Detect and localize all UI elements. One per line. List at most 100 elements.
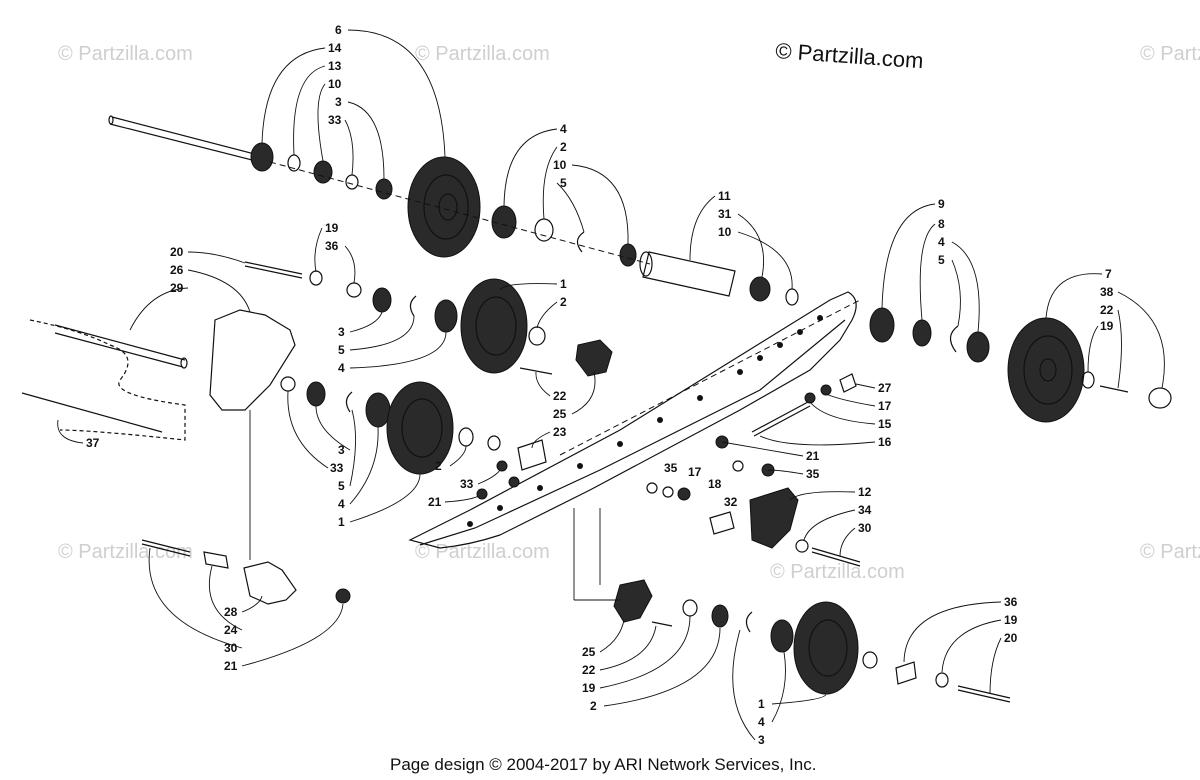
watermark-top-right: © Partzilla.com bbox=[1140, 43, 1200, 65]
callout-17a: 17 bbox=[878, 399, 892, 413]
callout-33b: 33 bbox=[460, 477, 474, 491]
callout-2l: 2 bbox=[435, 459, 442, 473]
callout-33: 33 bbox=[328, 113, 342, 127]
callout-22a: 22 bbox=[1100, 303, 1114, 317]
copyright-label: © Partzilla.com bbox=[775, 38, 925, 73]
callout-24: 24 bbox=[224, 623, 238, 637]
callout-13: 13 bbox=[328, 59, 342, 73]
watermark-top-left: © Partzilla.com bbox=[58, 43, 193, 65]
bottom-left-assembly bbox=[141, 410, 351, 605]
callout-10: 10 bbox=[328, 77, 342, 91]
callout-5l: 5 bbox=[338, 479, 345, 493]
rear-wheel-assembly bbox=[869, 307, 1172, 423]
callout-21c: 21 bbox=[224, 659, 238, 673]
watermark-top-center: © Partzilla.com bbox=[415, 43, 550, 65]
top-axle-assembly bbox=[108, 115, 799, 306]
callout-4m: 4 bbox=[338, 361, 345, 375]
callout-4a: 4 bbox=[560, 122, 567, 136]
callout-4b: 4 bbox=[758, 715, 765, 729]
callout-29: 29 bbox=[170, 281, 184, 295]
callout-32: 32 bbox=[724, 495, 738, 509]
bottom-wheel-assembly bbox=[573, 508, 1011, 703]
bottom-mid-callouts: 25 22 19 2 bbox=[582, 615, 721, 713]
callout-3m: 3 bbox=[338, 325, 345, 339]
callout-14: 14 bbox=[328, 41, 342, 55]
wheel-set-a-callouts: 4 2 10 5 bbox=[503, 122, 629, 245]
callout-36a: 36 bbox=[325, 239, 339, 253]
callout-12: 12 bbox=[858, 485, 872, 499]
watermark-mid-left: © Partzilla.com bbox=[58, 541, 193, 563]
callout-2m: 2 bbox=[560, 295, 567, 309]
lower-left-callouts: 3 33 5 4 1 bbox=[287, 390, 421, 529]
callout-36b: 36 bbox=[1004, 595, 1018, 609]
callout-5m: 5 bbox=[338, 343, 345, 357]
callout-18: 18 bbox=[708, 477, 722, 491]
callout-1b: 1 bbox=[758, 697, 765, 711]
mid-wheel-callouts: 1 2 bbox=[499, 277, 567, 329]
left-arm-assembly bbox=[21, 261, 613, 475]
watermark-right: © Partzilla.com bbox=[1140, 541, 1200, 563]
callout-20a: 20 bbox=[170, 245, 184, 259]
mid-left-callouts: 3 5 4 bbox=[338, 311, 447, 375]
callout-38: 38 bbox=[1100, 285, 1114, 299]
callout-11: 11 bbox=[718, 189, 731, 203]
rear-wheel-callouts: 7 38 22 19 bbox=[1045, 267, 1165, 389]
callout-22b: 22 bbox=[553, 389, 567, 403]
callout-10b: 10 bbox=[718, 225, 732, 239]
callout-22c: 22 bbox=[582, 663, 596, 677]
long-rod-callout: 37 bbox=[57, 419, 100, 450]
callout-30b: 30 bbox=[224, 641, 238, 655]
rail-right-callouts: 27 17 15 16 21 35 35 17 18 32 bbox=[664, 381, 892, 509]
callout-17b: 17 bbox=[688, 465, 702, 479]
callout-19c: 19 bbox=[582, 681, 596, 695]
callout-4c: 4 bbox=[938, 235, 945, 249]
callout-23: 23 bbox=[553, 425, 567, 439]
callout-33l: 33 bbox=[330, 461, 344, 475]
callout-6: 6 bbox=[335, 23, 342, 37]
callout-8: 8 bbox=[938, 217, 945, 231]
callout-3b: 3 bbox=[758, 733, 765, 747]
callout-1l: 1 bbox=[338, 515, 345, 529]
callout-1m: 1 bbox=[560, 277, 567, 291]
watermark-mid-right: © Partzilla.com bbox=[770, 561, 905, 583]
callout-19a: 19 bbox=[1100, 319, 1114, 333]
callout-21a: 21 bbox=[428, 495, 442, 509]
callout-35a: 35 bbox=[806, 467, 820, 481]
callout-26: 26 bbox=[170, 263, 184, 277]
callout-19b: 19 bbox=[325, 221, 339, 235]
top-axle-callouts: 6 14 13 10 3 33 bbox=[261, 23, 446, 180]
callout-35b: 35 bbox=[664, 461, 678, 475]
callout-27: 27 bbox=[878, 381, 892, 395]
lower-mid-callouts: 2 33 21 bbox=[428, 445, 520, 509]
callout-2a: 2 bbox=[560, 140, 567, 154]
callout-9: 9 bbox=[938, 197, 945, 211]
callout-30a: 30 bbox=[858, 521, 872, 535]
callout-19d: 19 bbox=[1004, 613, 1018, 627]
callout-2b: 2 bbox=[590, 699, 597, 713]
callout-28: 28 bbox=[224, 605, 238, 619]
callout-3: 3 bbox=[335, 95, 342, 109]
arm-bracket-callouts: 22 25 23 bbox=[531, 371, 596, 449]
callout-5a: 5 bbox=[560, 176, 567, 190]
bottom-left-callouts: 28 24 30 21 bbox=[148, 547, 344, 673]
callout-21b: 21 bbox=[806, 449, 820, 463]
clamp-callouts: 12 34 30 bbox=[789, 485, 872, 557]
callout-25b: 25 bbox=[582, 645, 596, 659]
page-footer: Page design © 2004-2017 by ARI Network S… bbox=[390, 755, 816, 774]
callout-20b: 20 bbox=[1004, 631, 1018, 645]
bottom-right-callouts: 36 19 20 bbox=[903, 595, 1018, 695]
clamp-assembly bbox=[749, 487, 861, 567]
watermark-mid-center: © Partzilla.com bbox=[415, 541, 550, 563]
callout-31: 31 bbox=[718, 207, 732, 221]
slide-rail bbox=[408, 291, 861, 549]
callout-37: 37 bbox=[86, 436, 100, 450]
rear-set-callouts: 9 8 4 5 bbox=[881, 197, 980, 333]
callout-25a: 25 bbox=[553, 407, 567, 421]
callout-16: 16 bbox=[878, 435, 892, 449]
bottom-wheel-callouts: 1 4 3 bbox=[732, 629, 827, 747]
callout-5c: 5 bbox=[938, 253, 945, 267]
left-bolt-callouts: 20 26 29 19 36 bbox=[129, 221, 356, 331]
callout-10a: 10 bbox=[553, 158, 567, 172]
callout-3l: 3 bbox=[338, 443, 345, 457]
